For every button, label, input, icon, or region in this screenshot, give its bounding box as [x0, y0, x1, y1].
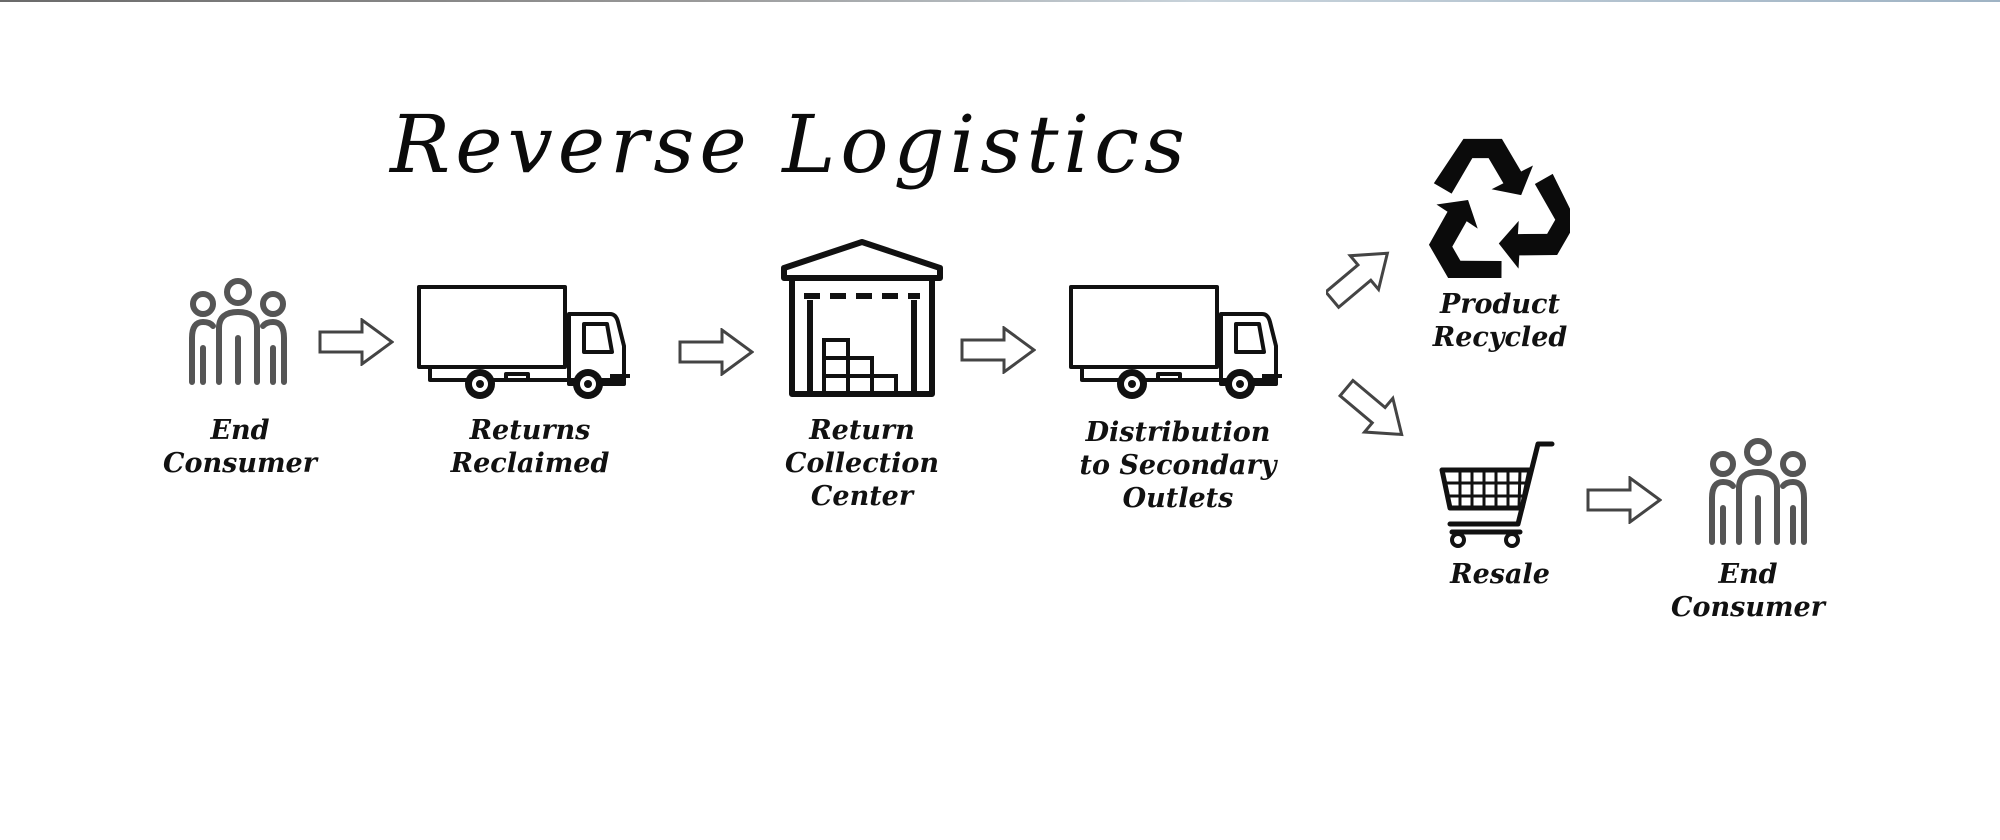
up-right-arrow-icon — [1326, 251, 1390, 310]
right-arrow-icon — [960, 326, 1036, 374]
label-return-collection-center: Return Collection Center — [785, 415, 939, 512]
right-arrow-icon — [1586, 476, 1662, 524]
label-distribution-secondary-outlets: Distribution to Secondary Outlets — [1079, 417, 1277, 514]
label-product-recycled: Product Recycled — [1432, 289, 1568, 353]
diagram-title: Reverse Logistics — [390, 98, 1190, 191]
shopping-cart-icon — [1439, 441, 1555, 548]
people-group-icon — [1709, 438, 1807, 545]
warehouse-icon — [781, 239, 943, 397]
right-arrow-icon — [318, 318, 394, 366]
people-group-icon — [189, 278, 287, 385]
label-resale: Resale — [1450, 559, 1550, 590]
down-right-arrow-icon — [1337, 378, 1404, 437]
label-returns-reclaimed-text: Returns Reclaimed — [450, 415, 610, 479]
recycle-icon — [1422, 138, 1570, 278]
top-border-strip — [0, 0, 2000, 2]
label-end-consumer-1: End Consumer — [163, 415, 317, 479]
right-arrow-icon — [678, 328, 754, 376]
delivery-truck-icon — [1069, 285, 1282, 399]
delivery-truck-icon — [417, 285, 630, 399]
label-end-consumer-2: End Consumer — [1671, 559, 1825, 623]
